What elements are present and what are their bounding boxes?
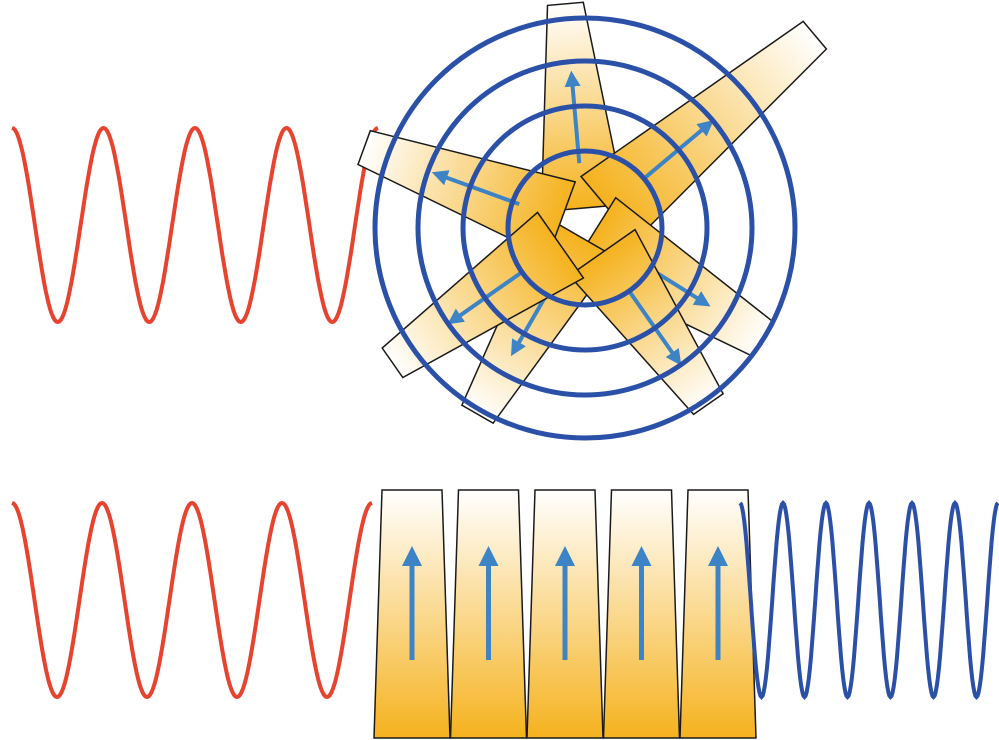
bottom-output-wave [738, 500, 999, 700]
rotated-prism [568, 228, 725, 416]
concentric-circle [415, 58, 755, 398]
polarization-arrow [447, 269, 525, 325]
concentric-circle [372, 15, 798, 441]
prism [679, 489, 757, 739]
bottom-input-wave [11, 500, 373, 700]
prism-array [373, 489, 757, 739]
prism [602, 489, 681, 739]
polarization-arrow [431, 170, 520, 206]
concentric-circle [505, 148, 665, 308]
prism [449, 489, 528, 739]
concentric-circle [460, 103, 710, 353]
rotated-prism-group [357, 1, 828, 425]
prism [526, 489, 604, 739]
polarization-arrow [641, 120, 714, 182]
prism-body [568, 228, 725, 416]
concentric-circles [372, 15, 798, 441]
prism [373, 489, 451, 739]
polarization-arrow [626, 288, 682, 366]
bottom-section [11, 489, 999, 739]
top-input-wave [11, 125, 379, 325]
top-section [11, 1, 828, 441]
